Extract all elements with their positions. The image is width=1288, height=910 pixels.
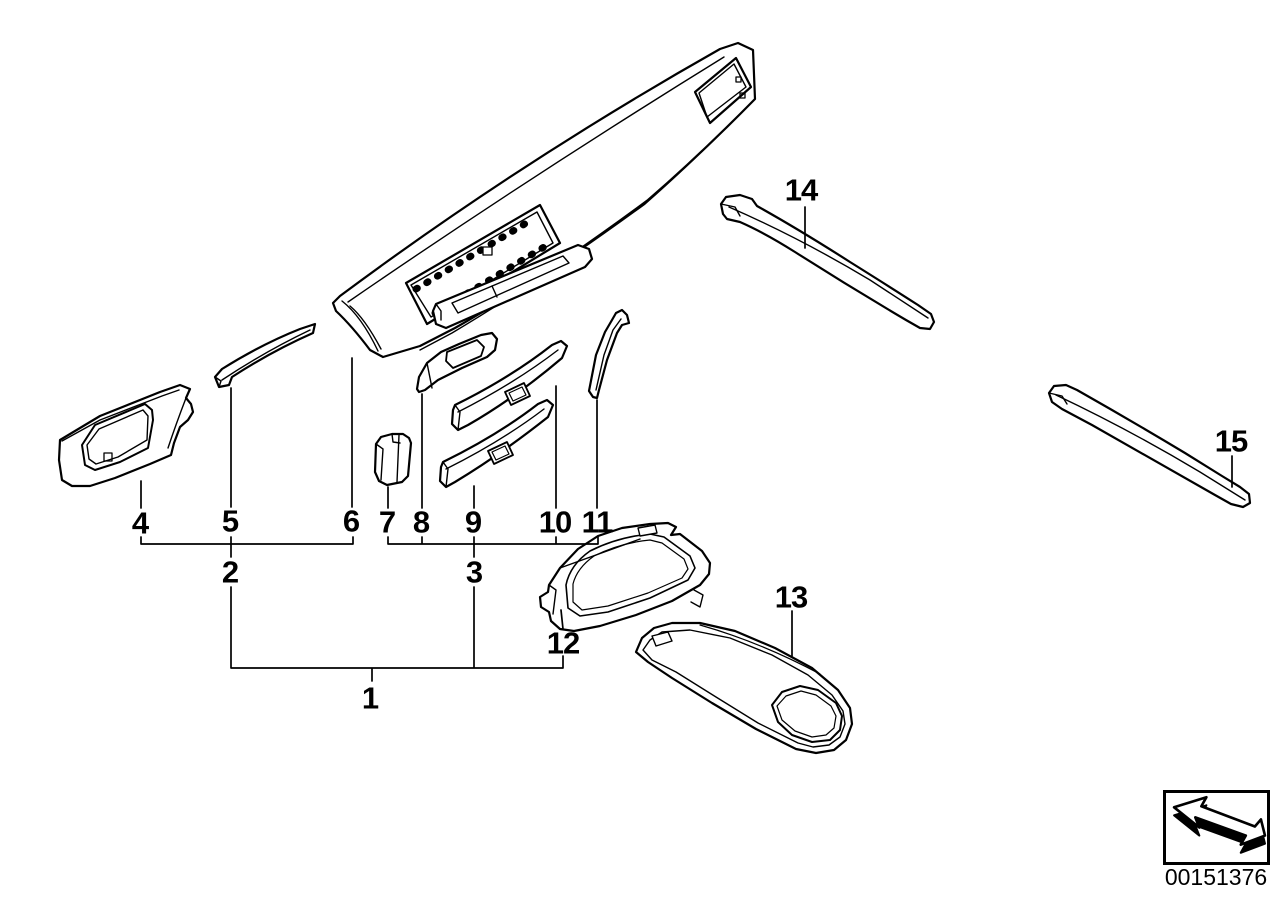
part-door-strip-upper xyxy=(719,193,936,331)
callout-9[interactable]: 9 xyxy=(464,504,482,540)
bracket-group-2 xyxy=(140,536,354,558)
part-console-tray xyxy=(538,521,712,633)
callout-4[interactable]: 4 xyxy=(131,505,149,541)
part-centre-strip-upper xyxy=(450,339,569,432)
callout-6[interactable]: 6 xyxy=(342,503,360,539)
leader-12 xyxy=(560,609,564,630)
callout-12[interactable]: 12 xyxy=(546,625,580,661)
part-heater-panel-trim xyxy=(415,331,499,394)
leader-lines xyxy=(140,206,1233,657)
callout-15[interactable]: 15 xyxy=(1214,423,1248,459)
group-brackets xyxy=(140,536,599,682)
callout-2[interactable]: 2 xyxy=(221,554,239,590)
bracket-group-3 xyxy=(387,536,599,558)
callout-10[interactable]: 10 xyxy=(538,504,572,540)
part-console-armrest-trim xyxy=(634,621,854,755)
callout-5[interactable]: 5 xyxy=(221,503,239,539)
part-door-strip-lower xyxy=(1047,383,1252,509)
arrow-up-left-3d-icon xyxy=(1172,795,1267,854)
callout-1[interactable]: 1 xyxy=(361,680,379,716)
part-side-sliver xyxy=(587,308,631,400)
callout-8[interactable]: 8 xyxy=(412,504,430,540)
doc-number: 00151376 xyxy=(1164,864,1268,890)
callout-14[interactable]: 14 xyxy=(784,172,818,208)
bracket-group-1 xyxy=(230,586,564,682)
part-dashboard-trim xyxy=(331,41,757,359)
part-upper-trim-strip xyxy=(213,322,317,389)
part-centre-strip-lower xyxy=(438,398,555,489)
callout-7[interactable]: 7 xyxy=(378,504,396,540)
part-radio-bezel-strip xyxy=(431,243,594,330)
callout-11[interactable]: 11 xyxy=(581,504,614,540)
part-switch-block xyxy=(373,432,413,487)
callout-13[interactable]: 13 xyxy=(774,579,808,615)
stamp-box xyxy=(1163,790,1270,865)
part-cluster-surround xyxy=(57,383,195,488)
callout-3[interactable]: 3 xyxy=(465,554,483,590)
